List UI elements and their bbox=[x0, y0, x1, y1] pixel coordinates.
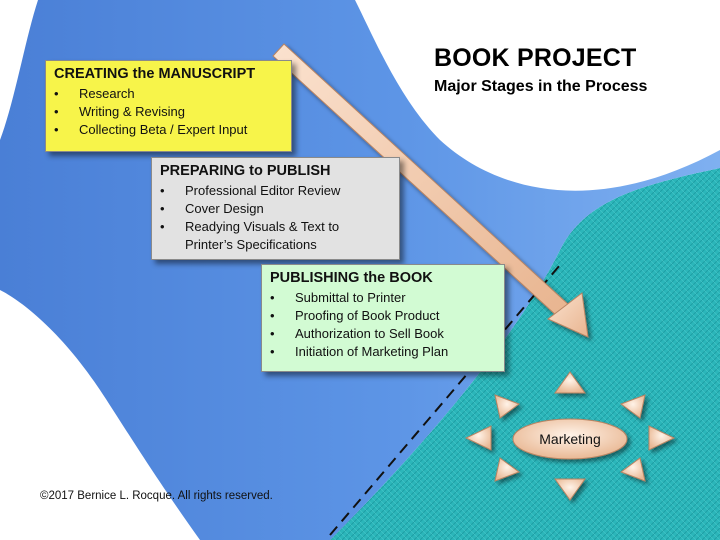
list-item: Cover Design bbox=[160, 200, 391, 218]
list-item: Proofing of Book Product bbox=[270, 307, 496, 325]
stage-publishing-the-book: PUBLISHING the BOOK Submittal to Printer… bbox=[261, 264, 505, 372]
ray-top bbox=[554, 371, 586, 394]
process-arrow bbox=[272, 43, 589, 338]
stage-creating-manuscript: CREATING the MANUSCRIPT Research Writing… bbox=[45, 60, 292, 152]
list-item: Submittal to Printer bbox=[270, 289, 496, 307]
stage-heading: PUBLISHING the BOOK bbox=[270, 270, 433, 286]
ray-bottom-right bbox=[619, 457, 646, 482]
marketing-label: Marketing bbox=[539, 431, 601, 447]
ray-bottom bbox=[554, 478, 586, 501]
ray-top-left bbox=[494, 394, 521, 419]
ray-bottom-left bbox=[494, 457, 521, 482]
list-item: Research bbox=[54, 85, 283, 103]
dashed-divider-line bbox=[329, 264, 561, 536]
sun-rays bbox=[464, 371, 676, 501]
stage-heading: CREATING the MANUSCRIPT bbox=[54, 66, 256, 82]
stage-heading: PREPARING to PUBLISH bbox=[160, 163, 331, 179]
list-item: Professional Editor Review bbox=[160, 182, 391, 200]
list-item: Writing & Revising bbox=[54, 103, 283, 121]
list-item: Authorization to Sell Book bbox=[270, 325, 496, 343]
page-subtitle: Major Stages in the Process bbox=[434, 78, 648, 95]
list-item: Collecting Beta / Expert Input bbox=[54, 121, 283, 139]
copyright-notice: ©2017 Bernice L. Rocque. All rights rese… bbox=[40, 490, 273, 502]
list-item: Initiation of Marketing Plan bbox=[270, 343, 496, 361]
ray-left bbox=[464, 425, 492, 451]
ray-right bbox=[648, 425, 676, 451]
marketing-ellipse bbox=[512, 418, 628, 460]
list-item-continuation: Printer’s Specifications bbox=[185, 237, 317, 252]
ray-top-right bbox=[619, 394, 646, 419]
stage-preparing-to-publish: PREPARING to PUBLISH Professional Editor… bbox=[151, 157, 400, 260]
page-title: BOOK PROJECT bbox=[434, 44, 637, 72]
list-item: Readying Visuals & Text to bbox=[160, 218, 391, 236]
title-block: BOOK PROJECT Major Stages in the Process bbox=[434, 44, 647, 96]
